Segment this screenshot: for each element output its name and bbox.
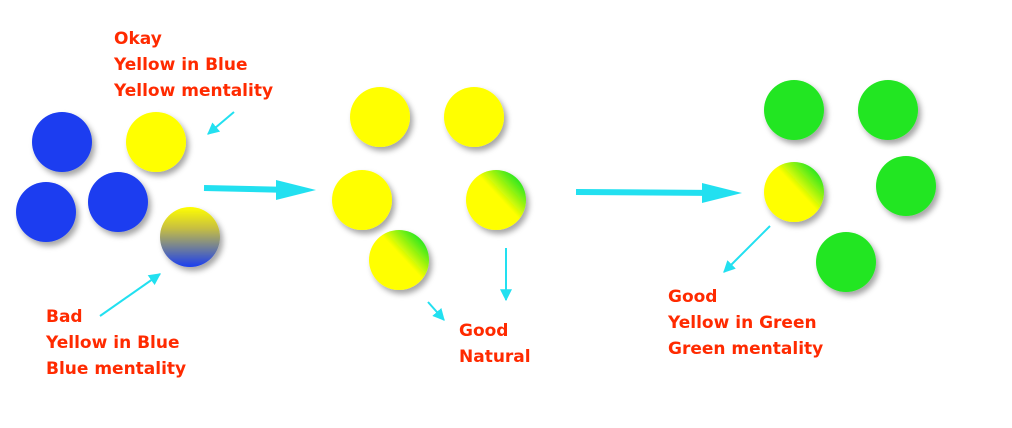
label-bad-line2: Yellow in Blue (46, 333, 180, 353)
label-good-green-line1: Good (668, 287, 718, 307)
green-circle (764, 80, 824, 140)
green-circle (876, 156, 936, 216)
label-okay-line2: Yellow in Blue (114, 55, 248, 75)
gradient-circle (369, 230, 429, 290)
pointer-arrow-natural-1 (427, 301, 445, 321)
blue-circle (32, 112, 92, 172)
transition-arrow-2-head (702, 183, 742, 203)
pointer-arrow-bad (99, 273, 161, 317)
green-circle (858, 80, 918, 140)
yellow-circle (350, 87, 410, 147)
label-good-green: Good Yellow in Green Green mentality (668, 284, 823, 362)
blue-circle (16, 182, 76, 242)
label-bad-line3: Blue mentality (46, 359, 187, 379)
label-okay: Okay Yellow in Blue Yellow mentality (114, 26, 273, 104)
yellow-circle-okay (126, 112, 186, 172)
label-bad: Bad Yellow in Blue Blue mentality (46, 304, 186, 382)
label-good-green-line2: Yellow in Green (668, 313, 817, 333)
label-bad-line1: Bad (46, 307, 83, 327)
transition-arrow-1-head (276, 180, 316, 200)
group-blue (16, 112, 220, 267)
label-okay-line1: Okay (114, 29, 162, 49)
pointer-arrows (99, 111, 771, 321)
label-okay-line3: Yellow mentality (114, 81, 274, 101)
label-good-natural-line1: Good (459, 321, 509, 341)
transition-arrow-2 (575, 189, 721, 196)
label-good-natural-line2: Natural (459, 347, 531, 367)
yellow-circle (332, 170, 392, 230)
label-good-green-line3: Green mentality (668, 339, 824, 359)
label-good-natural: Good Natural (459, 318, 531, 370)
yellow-circle (444, 87, 504, 147)
green-circle (816, 232, 876, 292)
gradient-circle (466, 170, 526, 230)
group-green (764, 80, 936, 292)
group-yellow (332, 87, 526, 290)
transition-arrows (203, 180, 742, 203)
pointer-arrow-okay (207, 111, 235, 135)
gradient-circle (764, 162, 824, 222)
pointer-arrow-good-green (723, 225, 771, 273)
gradient-circle-bad (160, 207, 220, 267)
blue-circle (88, 172, 148, 232)
